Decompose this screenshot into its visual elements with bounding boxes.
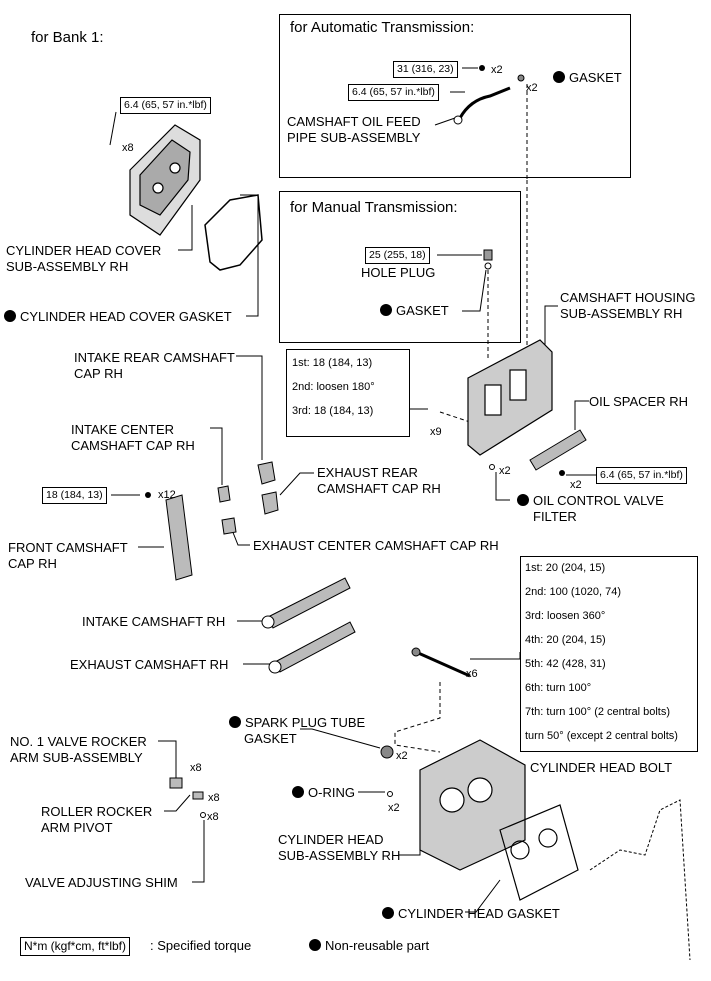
head-step-5: 5th: 42 (428, 31) xyxy=(525,658,606,670)
shim-label: VALVE ADJUSTING SHIM xyxy=(25,875,178,890)
housing-step-3: 3rd: 18 (184, 13) xyxy=(292,405,374,417)
pipe-label-2: PIPE SUB-ASSEMBLY xyxy=(287,130,421,145)
housing-step-1: 1st: 18 (184, 13) xyxy=(292,357,373,369)
at-title: for Automatic Transmission: xyxy=(290,19,475,36)
head-bolt-qty: x6 xyxy=(466,668,478,680)
intake-rear-2: CAP RH xyxy=(74,366,123,381)
legend-nonreusable: Non-reusable part xyxy=(309,938,429,954)
exhaust-rear-2: CAMSHAFT CAP RH xyxy=(317,481,441,496)
head-step-8: turn 50° (except 2 central bolts) xyxy=(525,730,678,742)
housing-qty: x9 xyxy=(430,426,442,438)
front-cap-torque: 18 (184, 13) xyxy=(42,487,107,504)
filter-label-2: FILTER xyxy=(533,509,577,524)
pivot-label-1: ROLLER ROCKER xyxy=(41,804,153,819)
spacer-qty: x2 xyxy=(570,479,582,491)
housing-torque-box: 1st: 18 (184, 13) 2nd: loosen 180° 3rd: … xyxy=(286,349,410,437)
intake-rear-1: INTAKE REAR CAMSHAFT xyxy=(74,350,235,365)
head-step-2: 2nd: 100 (1020, 74) xyxy=(525,586,622,598)
exhaust-center: EXHAUST CENTER CAMSHAFT CAP RH xyxy=(253,538,499,553)
spacer-torque: 6.4 (65, 57 in.*lbf) xyxy=(596,467,687,484)
at-gasket-qty: x2 xyxy=(526,82,538,94)
spark-label-1: SPARK PLUG TUBE xyxy=(229,715,365,731)
intake-camshaft: INTAKE CAMSHAFT RH xyxy=(82,614,226,629)
mt-title: for Manual Transmission: xyxy=(290,199,458,216)
pivot-qty: x8 xyxy=(208,792,220,804)
front-cap-qty: x12 xyxy=(158,489,176,501)
housing-label-1: CAMSHAFT HOUSING xyxy=(560,290,696,305)
non-reusable-icon xyxy=(309,939,321,951)
housing-label-2: SUB-ASSEMBLY RH xyxy=(560,306,683,321)
bank-label: for Bank 1: xyxy=(31,29,104,46)
filter-qty: x2 xyxy=(499,465,511,477)
oring-label: O-RING xyxy=(292,785,355,801)
cylinder-head-cover-shape xyxy=(129,124,201,236)
oil-spacer-label: OIL SPACER RH xyxy=(589,394,688,409)
head-label-1: CYLINDER HEAD xyxy=(278,832,384,847)
housing-step-2: 2nd: loosen 180° xyxy=(292,381,375,393)
non-reusable-icon xyxy=(380,304,392,316)
head-gasket-label: CYLINDER HEAD GASKET xyxy=(382,906,560,922)
cover-torque: 6.4 (65, 57 in.*lbf) xyxy=(120,97,211,114)
at-bolt-torque: 31 (316, 23) xyxy=(393,61,458,78)
mt-gasket: GASKET xyxy=(380,303,449,319)
cover-gasket-label: CYLINDER HEAD COVER GASKET xyxy=(4,309,232,325)
non-reusable-icon xyxy=(4,310,16,322)
oring-qty: x2 xyxy=(388,802,400,814)
cylinder-head-shape xyxy=(419,739,526,871)
pipe-label-1: CAMSHAFT OIL FEED xyxy=(287,114,421,129)
front-cap-1: FRONT CAMSHAFT xyxy=(8,540,128,555)
exhaust-camshaft: EXHAUST CAMSHAFT RH xyxy=(70,657,229,672)
hole-plug-label: HOLE PLUG xyxy=(361,265,436,280)
non-reusable-icon xyxy=(382,907,394,919)
front-cap-2: CAP RH xyxy=(8,556,57,571)
head-step-7: 7th: turn 100° (2 central bolts) xyxy=(525,706,671,718)
shim-qty: x8 xyxy=(207,811,219,823)
non-reusable-icon xyxy=(292,786,304,798)
non-reusable-icon xyxy=(517,494,529,506)
automatic-transmission-box xyxy=(279,14,631,178)
head-step-4: 4th: 20 (204, 15) xyxy=(525,634,606,646)
mt-torque: 25 (255, 18) xyxy=(365,247,430,264)
head-bolt-label: CYLINDER HEAD BOLT xyxy=(530,760,673,775)
cover-label-1: CYLINDER HEAD COVER xyxy=(6,243,162,258)
pivot-label-2: ARM PIVOT xyxy=(41,820,113,835)
filter-label-1: OIL CONTROL VALVE xyxy=(517,493,664,509)
manual-transmission-box xyxy=(279,191,521,343)
head-step-6: 6th: turn 100° xyxy=(525,682,592,694)
intake-center-1: INTAKE CENTER xyxy=(71,422,175,437)
camshaft-housing-shape xyxy=(467,339,553,456)
legend-torque-unit: N*m (kgf*cm, ft*lbf) xyxy=(20,937,131,956)
head-bolt-torque-box: 1st: 20 (204, 15) 2nd: 100 (1020, 74) 3r… xyxy=(520,556,698,752)
rocker-label-1: NO. 1 VALVE ROCKER xyxy=(10,734,147,749)
intake-center-2: CAMSHAFT CAP RH xyxy=(71,438,195,453)
legend-torque-text: : Specified torque xyxy=(150,938,252,953)
at-pipe-torque: 6.4 (65, 57 in.*lbf) xyxy=(348,84,439,101)
exhaust-rear-1: EXHAUST REAR xyxy=(317,465,418,480)
at-gasket: GASKET xyxy=(553,70,622,86)
non-reusable-icon xyxy=(229,716,241,728)
rocker-qty: x8 xyxy=(190,762,202,774)
rocker-label-2: ARM SUB-ASSEMBLY xyxy=(10,750,143,765)
non-reusable-icon xyxy=(553,71,565,83)
head-step-3: 3rd: loosen 360° xyxy=(525,610,606,622)
cover-qty: x8 xyxy=(122,142,134,154)
cylinder-head-gasket-shape xyxy=(499,804,579,901)
cover-label-2: SUB-ASSEMBLY RH xyxy=(6,259,129,274)
spark-qty: x2 xyxy=(396,750,408,762)
head-label-2: SUB-ASSEMBLY RH xyxy=(278,848,401,863)
head-step-1: 1st: 20 (204, 15) xyxy=(525,562,606,574)
at-bolt-qty: x2 xyxy=(491,64,503,76)
spark-label-2: GASKET xyxy=(244,731,297,746)
